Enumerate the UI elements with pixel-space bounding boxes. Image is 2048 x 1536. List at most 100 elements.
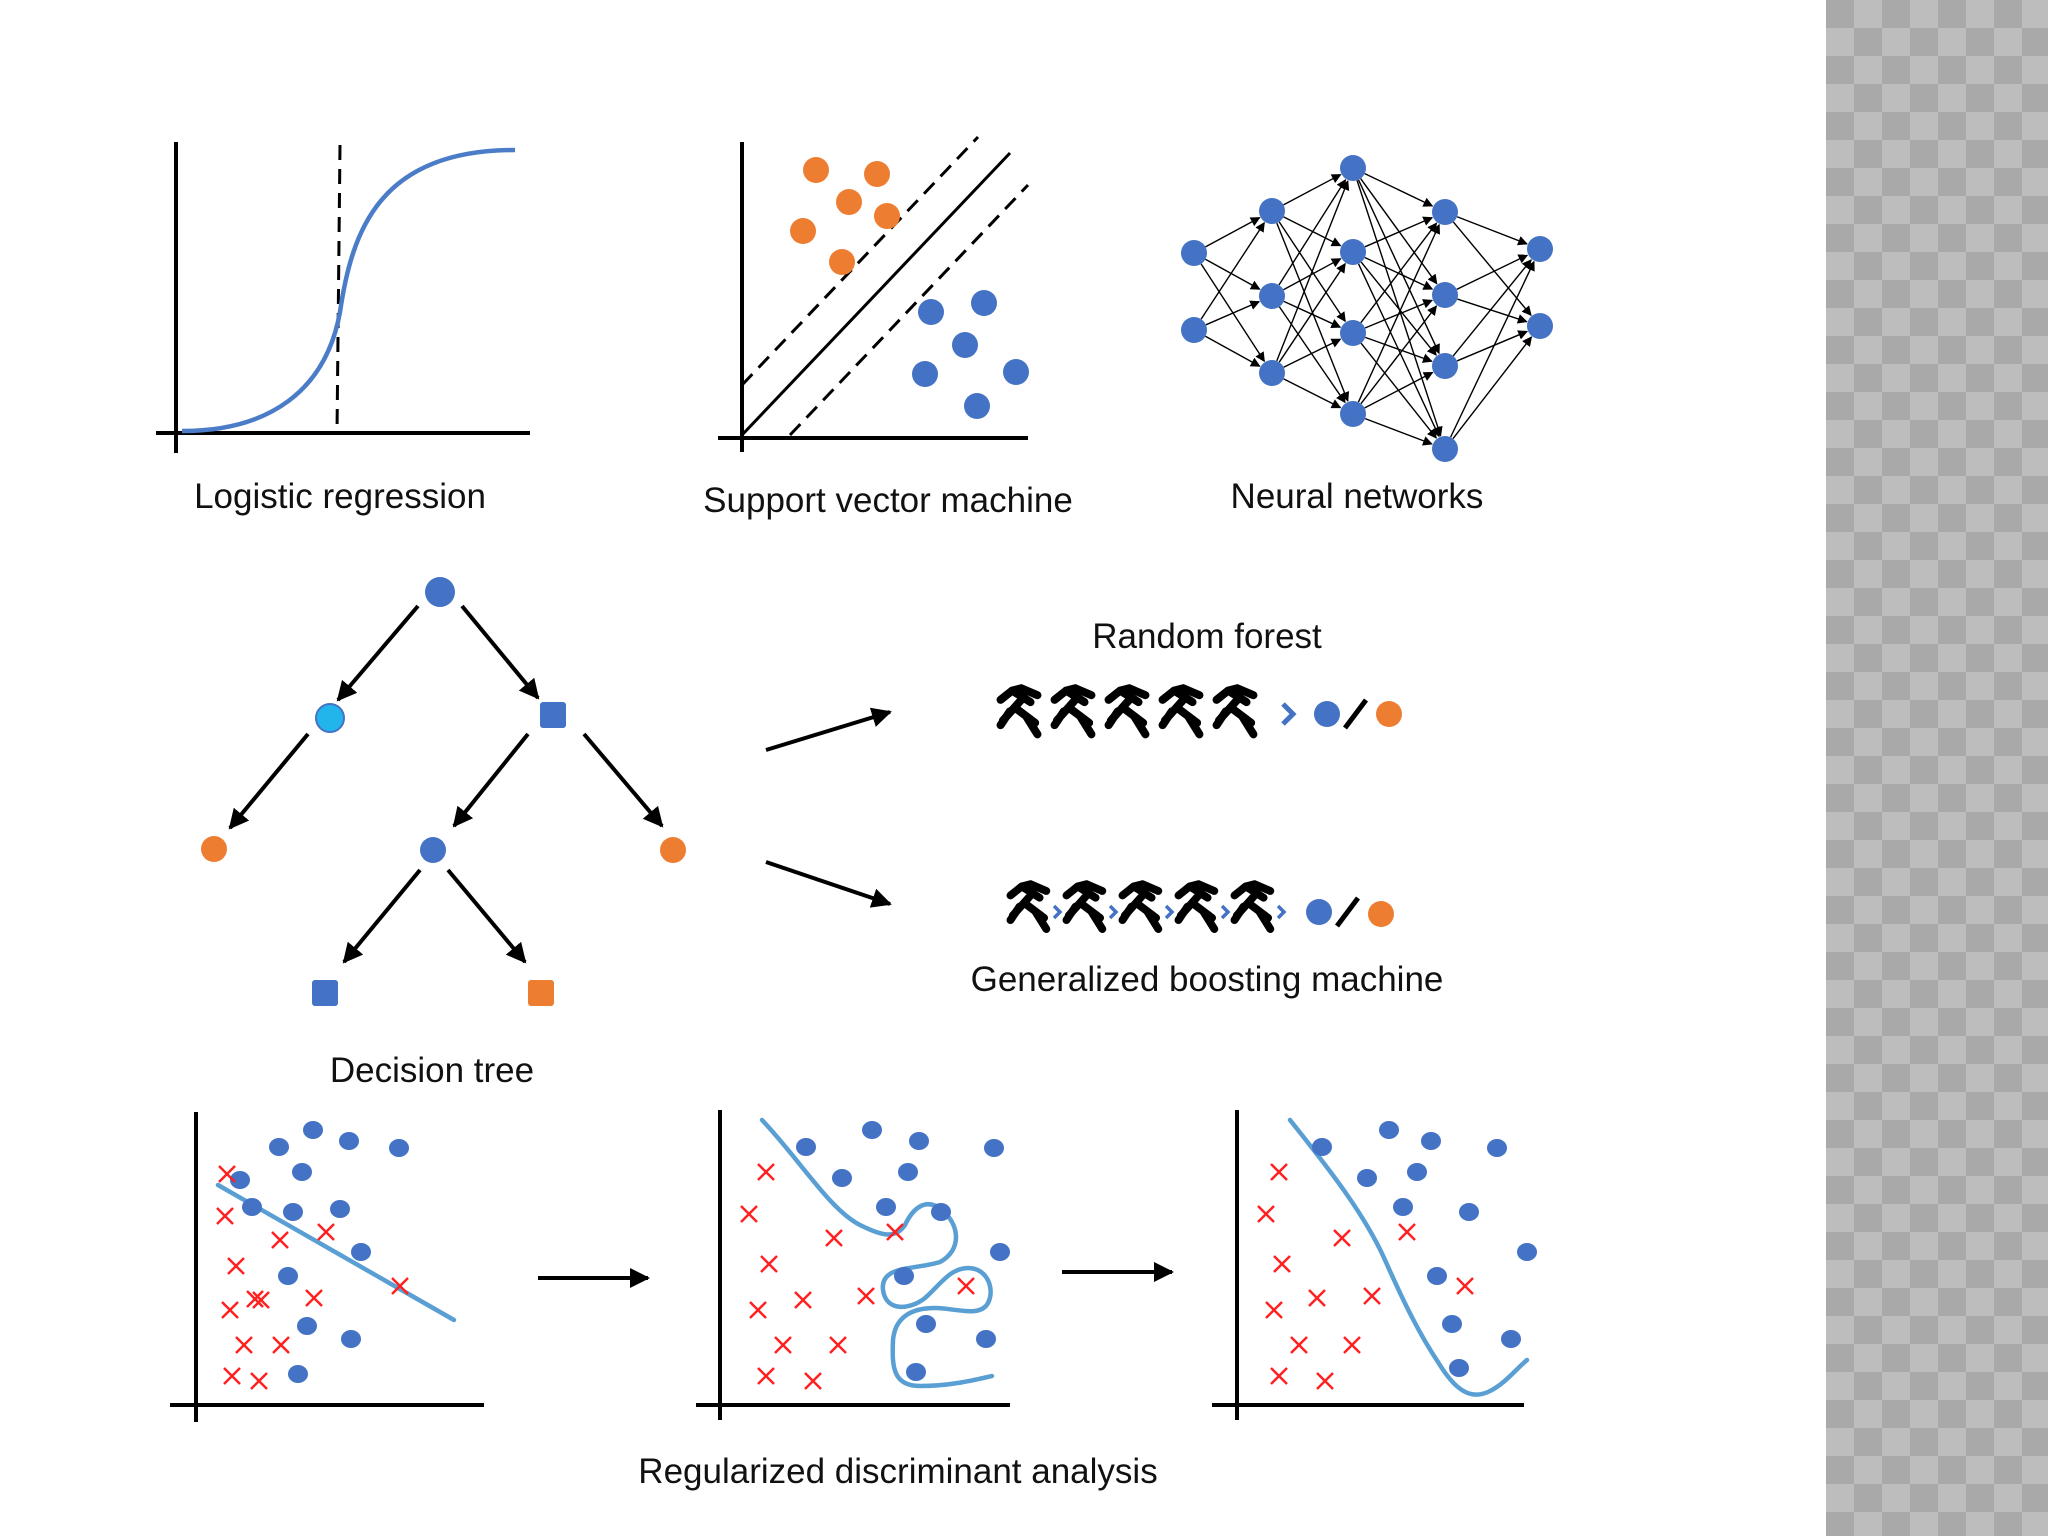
red-x-point [794,1291,812,1309]
nn-edge [1364,172,1434,207]
red-x-point [305,1289,323,1307]
nn-edge [1365,336,1433,363]
red-x-point [235,1336,253,1354]
nn-edge [1357,223,1441,403]
red-x-point [227,1257,245,1275]
orange-circle-icon [1376,701,1402,727]
nn-node [1259,198,1285,224]
blue-point [906,1363,926,1381]
blue-point [341,1330,361,1348]
nn-edges [1200,172,1535,446]
blue-point [916,1315,936,1333]
lr-threshold-line [335,144,342,434]
blue-point [1501,1330,1521,1348]
svm-orange-point [836,189,862,215]
dt-blue-node [420,837,446,863]
nn-edge [1364,417,1433,446]
svm-orange-point [874,203,900,229]
blue-point [894,1267,914,1285]
blue-point [1393,1198,1413,1216]
red-x-point [1308,1289,1326,1307]
rda-label: Regularized discriminant analysis [638,1452,1157,1491]
red-x-point [246,1290,264,1308]
blue-point [1357,1169,1377,1187]
nn-edge [1452,259,1532,357]
rda-overfit-panel [696,1110,1010,1420]
nn-node [1527,236,1553,262]
blue-point [1459,1203,1479,1221]
red-x-point [1363,1287,1381,1305]
blue-point [1449,1359,1469,1377]
rf-or-slash [1343,698,1368,730]
svm-blue-point [971,290,997,316]
rda-panel: Regularized discriminant analysis [170,1110,1537,1491]
nn-node [1432,199,1458,225]
blue-point [1517,1243,1537,1261]
blue-point [796,1138,816,1156]
dt-blue-square-node [540,702,566,728]
red-x-point [252,1291,270,1309]
tree-glyph-icon [1118,880,1163,933]
blue-point [898,1163,918,1181]
dt-edges [228,604,664,964]
nn-edge [1278,306,1346,404]
nn-node [1259,283,1285,309]
blue-point [990,1243,1010,1261]
blue-point [230,1171,250,1189]
nn-edge [1456,254,1529,290]
chevron-right-icon [1281,702,1297,726]
orange-circle-icon [1368,901,1394,927]
nn-node [1181,240,1207,266]
dt-edge [336,604,420,702]
red-x-point [250,1372,268,1390]
svm-orange-point [829,249,855,275]
blue-point [832,1169,852,1187]
rf-trees [996,684,1258,739]
red-x-point [218,1165,236,1183]
blue-point [297,1317,317,1335]
dt-edge [446,868,527,964]
boosting-panel: Generalized boosting machine [971,880,1443,999]
chevron-right-icon [1108,904,1119,920]
nn-edge [1360,178,1438,285]
rf-label: Random forest [1092,617,1322,656]
tree-glyph-icon [996,684,1042,739]
tree-glyph-icon [1062,880,1107,933]
svm-orange-point [864,161,890,187]
nn-edge [1283,378,1342,409]
blue-point [389,1139,409,1157]
blue-circle-icon [1306,899,1332,925]
red-x-point [1290,1336,1308,1354]
svm-orange-point [803,157,829,183]
dt-edge [228,732,310,830]
svm-orange-point [790,218,816,244]
nn-edge [1452,336,1533,440]
nn-edge [1278,179,1347,286]
nn-edge [1364,216,1434,248]
dt-edge [582,732,664,828]
red-x-point [825,1229,843,1247]
nn-node [1340,155,1366,181]
gbm-trees [1006,880,1287,933]
nn-edge [1205,258,1261,290]
nn-label: Neural networks [1231,477,1484,516]
nn-node [1432,436,1458,462]
nn-edge [1456,216,1528,246]
blue-point [976,1330,996,1348]
blue-point [1421,1132,1441,1150]
svm-blue-point [964,393,990,419]
red-x-point [317,1223,335,1241]
red-x-point [774,1336,792,1354]
svm-blue-point [912,361,938,387]
red-x-point [757,1163,775,1181]
nn-node [1181,317,1207,343]
blue-point [1312,1138,1332,1156]
nn-edge [1205,300,1261,326]
blue-point [1487,1139,1507,1157]
svm-hyperplane [740,151,1012,437]
neural-network-panel: Neural networks [1181,155,1553,516]
nn-edge [1357,179,1440,355]
blue-point [242,1198,262,1216]
nn-node [1432,282,1458,308]
nn-node [1527,313,1553,339]
